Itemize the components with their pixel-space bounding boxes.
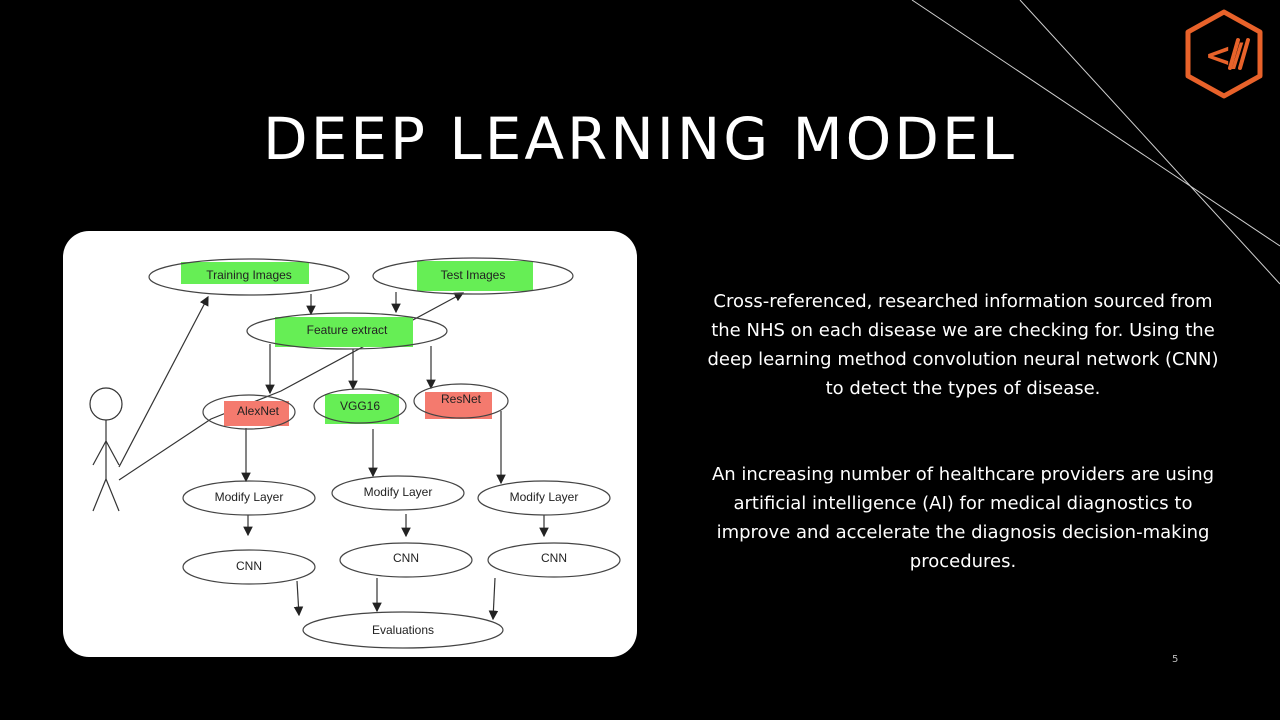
- code-slash-icon: </: [1185, 9, 1263, 99]
- node-resnet: ResNet: [441, 392, 482, 406]
- logo: </: [1180, 8, 1268, 100]
- node-evaluations: Evaluations: [372, 623, 434, 637]
- node-training-images: Training Images: [206, 268, 292, 282]
- node-test-images: Test Images: [441, 268, 506, 282]
- highlight-feature: [275, 317, 413, 347]
- highlights: [181, 261, 533, 426]
- highlight-resnet: [425, 392, 492, 419]
- body-text: Cross-referenced, researched information…: [700, 287, 1226, 576]
- node-feature-extract: Feature extract: [307, 323, 388, 337]
- node-alexnet: AlexNet: [237, 404, 280, 418]
- diagram-card: Training Images Test Images Feature extr…: [63, 231, 637, 657]
- highlight-vgg16: [325, 394, 399, 424]
- node-cnn-2: CNN: [393, 551, 419, 565]
- node-modify-layer-2: Modify Layer: [364, 485, 433, 499]
- node-modify-layer-1: Modify Layer: [215, 490, 284, 504]
- highlight-test: [417, 261, 533, 291]
- paragraph-ai: An increasing number of healthcare provi…: [711, 464, 1215, 572]
- paragraph-nhs: Cross-referenced, researched information…: [707, 291, 1219, 399]
- node-vgg16: VGG16: [340, 399, 380, 413]
- node-cnn-1: CNN: [236, 559, 262, 573]
- node-modify-layer-3: Modify Layer: [510, 490, 579, 504]
- slide-title: DEEP LEARNING MODEL: [263, 105, 1017, 173]
- user-figure: [89, 387, 123, 512]
- flow-diagram: Training Images Test Images Feature extr…: [89, 257, 621, 649]
- page-number: 5: [1172, 654, 1179, 665]
- node-cnn-3: CNN: [541, 551, 567, 565]
- highlight-alexnet: [224, 401, 289, 426]
- highlight-training: [181, 262, 309, 284]
- node-shapes: [148, 257, 621, 649]
